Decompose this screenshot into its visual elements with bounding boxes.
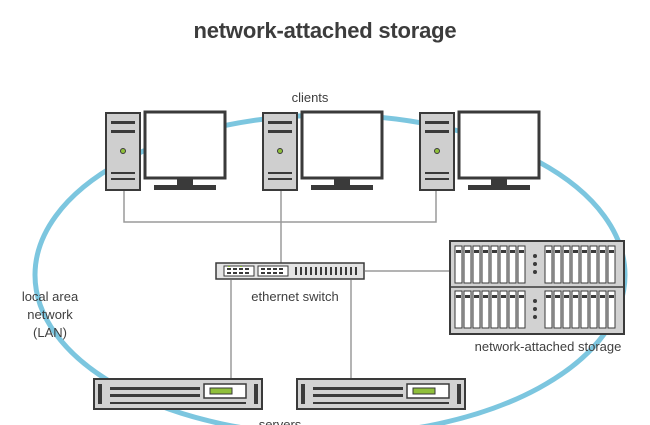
storage-array-icon (449, 240, 625, 335)
network-switch-icon (215, 262, 365, 280)
rack-server-icon (296, 378, 466, 410)
ethernet-switch-label: ethernet switch (251, 289, 339, 304)
desktop-computer-icon (262, 110, 384, 191)
client-computer-3 (419, 110, 541, 191)
lan-label: local area network (LAN) (21, 289, 79, 340)
clients-label: clients (291, 90, 329, 105)
network-cables (123, 190, 450, 379)
rack-server-icon (93, 378, 263, 410)
server-2 (296, 378, 466, 410)
servers-label: servers (258, 417, 302, 425)
diagram-title: network-attached storage (193, 18, 457, 43)
desktop-computer-icon (105, 110, 227, 191)
desktop-computer-icon (419, 110, 541, 191)
server-1 (93, 378, 263, 410)
ethernet-switch (215, 262, 365, 280)
client-computer-2 (262, 110, 384, 191)
nas-label: network-attached storage (474, 339, 622, 354)
client-computer-1 (105, 110, 227, 191)
nas-device (449, 240, 625, 335)
